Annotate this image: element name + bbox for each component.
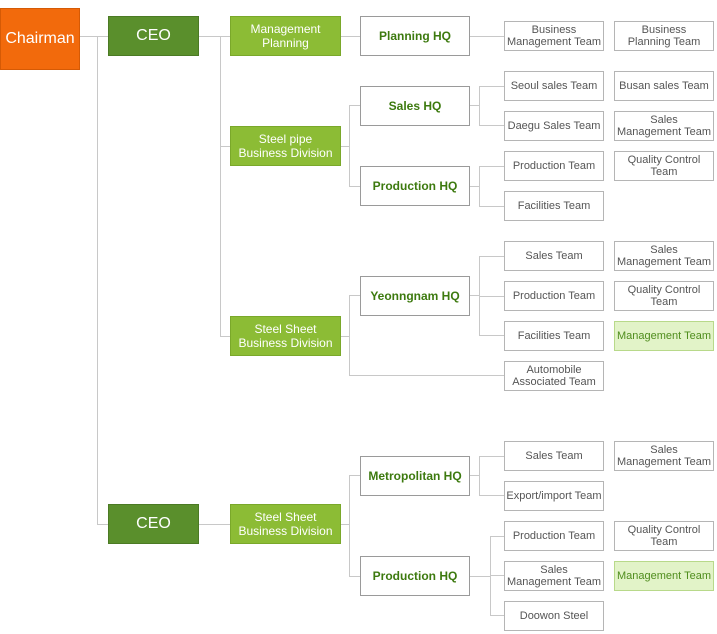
team-daegu-sales: Daegu Sales Team (504, 111, 604, 141)
chairman-box: Chairman (0, 8, 80, 70)
team-production-1: Production Team (504, 151, 604, 181)
team-sales-metropolitan: Sales Team (504, 441, 604, 471)
hq-yeonngnam: Yeonngnam HQ (360, 276, 470, 316)
team-quality-control-2: Quality Control Team (614, 281, 714, 311)
team-automobile-associated: Automobile Associated Team (504, 361, 604, 391)
hq-production-2: Production HQ (360, 556, 470, 596)
hq-sales: Sales HQ (360, 86, 470, 126)
ceo-box-bottom: CEO (108, 504, 199, 544)
team-seoul-sales: Seoul sales Team (504, 71, 604, 101)
hq-metropolitan: Metropolitan HQ (360, 456, 470, 496)
team-business-planning: Business Planning Team (614, 21, 714, 51)
division-steel-pipe: Steel pipe Business Division (230, 126, 341, 166)
team-facilities-yeonngnam: Facilities Team (504, 321, 604, 351)
team-sales-management-1: Sales Management Team (614, 111, 714, 141)
team-facilities-1: Facilities Team (504, 191, 604, 221)
team-export-import: Export/import Team (504, 481, 604, 511)
team-sales-yeonngnam: Sales Team (504, 241, 604, 271)
division-steel-sheet-2: Steel Sheet Business Division (230, 504, 341, 544)
team-sales-management-4: Sales Management Team (504, 561, 604, 591)
team-quality-control-1: Quality Control Team (614, 151, 714, 181)
team-business-management: Business Management Team (504, 21, 604, 51)
team-quality-control-3: Quality Control Team (614, 521, 714, 551)
team-sales-management-2: Sales Management Team (614, 241, 714, 271)
team-production-2: Production Team (504, 521, 604, 551)
team-sales-management-3: Sales Management Team (614, 441, 714, 471)
hq-planning: Planning HQ (360, 16, 470, 56)
team-management-2: Management Team (614, 561, 714, 591)
team-production-yeonngnam: Production Team (504, 281, 604, 311)
team-busan-sales: Busan sales Team (614, 71, 714, 101)
division-management-planning: Management Planning (230, 16, 341, 56)
team-doowon-steel: Doowon Steel (504, 601, 604, 631)
team-management-1: Management Team (614, 321, 714, 351)
division-steel-sheet-1: Steel Sheet Business Division (230, 316, 341, 356)
ceo-box-top: CEO (108, 16, 199, 56)
hq-production-1: Production HQ (360, 166, 470, 206)
